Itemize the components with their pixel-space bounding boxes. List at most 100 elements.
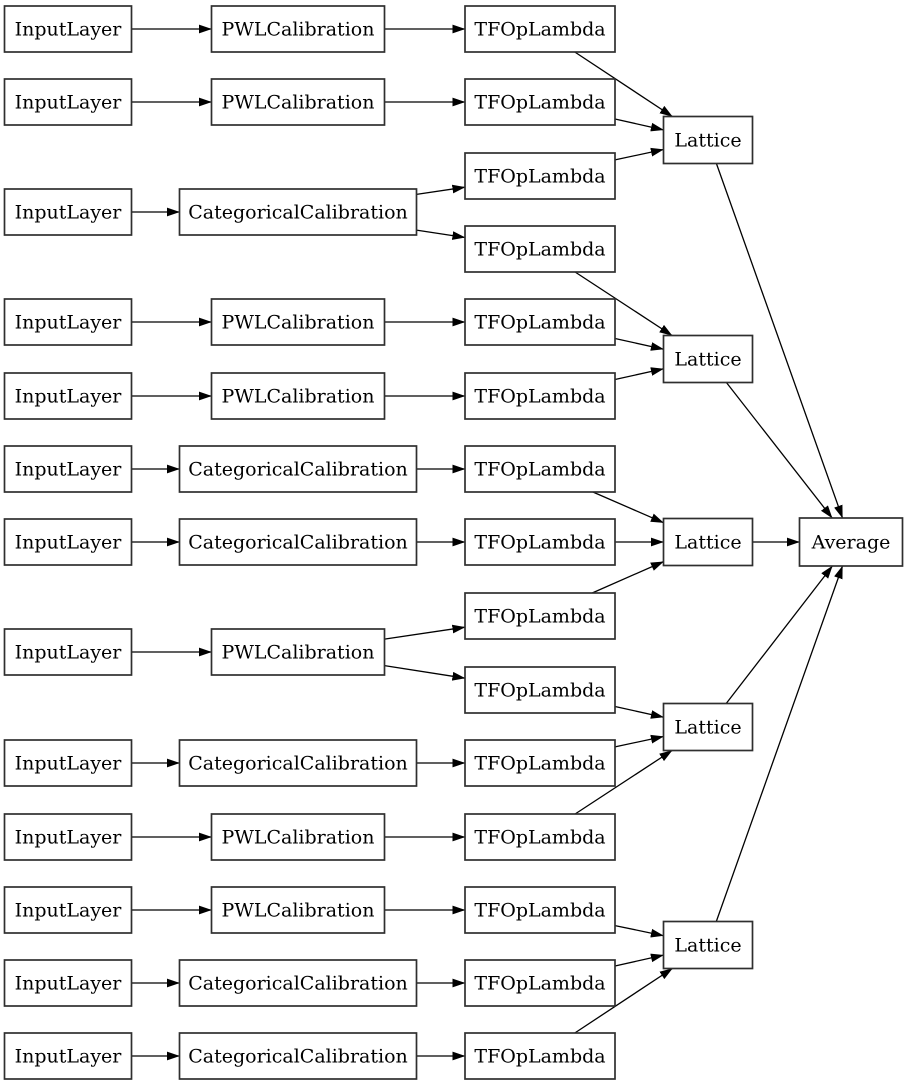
node-label: Lattice [674,717,741,739]
node-label: InputLayer [15,973,123,995]
node-label: CategoricalCalibration [188,202,408,224]
node-tfoplambda-t2: TFOpLambda [464,78,616,126]
node-inputlayer-in11: InputLayer [3,886,133,934]
edge-lat5-to-avg [715,565,844,922]
node-box [3,5,133,53]
node-tfoplambda-t10: TFOpLambda [464,666,616,714]
node-pwlcalibration-cal10: PWLCalibration [210,813,386,861]
node-lattice-lat3: Lattice [662,517,754,567]
node-box [3,188,133,236]
node-inputlayer-in4: InputLayer [3,298,133,346]
node-categoricalcalibration-cal3: CategoricalCalibration [178,188,418,236]
node-box [662,115,754,165]
node-label: TFOpLambda [474,606,605,628]
node-tfoplambda-t1: TFOpLambda [464,5,616,53]
edge-cal8-to-t10 [384,664,466,681]
node-categoricalcalibration-cal9: CategoricalCalibration [178,739,418,787]
edge-t6-to-lat2 [614,367,664,381]
node-label: TFOpLambda [474,239,605,261]
node-label: TFOpLambda [474,1046,605,1068]
node-pwlcalibration-cal2: PWLCalibration [210,78,386,126]
node-label: CategoricalCalibration [188,1046,408,1068]
node-box [178,188,418,236]
node-categoricalcalibration-cal7: CategoricalCalibration [178,518,418,566]
node-label: TFOpLambda [474,900,605,922]
node-label: PWLCalibration [222,92,375,114]
node-box [178,1032,418,1080]
node-box [464,298,616,346]
edge-t10-to-lat4 [614,705,664,719]
node-box [210,372,386,420]
node-label: TFOpLambda [474,459,605,481]
edge-cal3-to-t4 [416,229,466,240]
node-box [178,739,418,787]
edge-t11-to-lat4 [614,734,664,748]
node-lattice-lat5: Lattice [662,920,754,970]
node-label: PWLCalibration [222,900,375,922]
node-box [3,628,133,676]
edges-layer [131,24,844,1061]
node-box [464,1032,616,1080]
node-box [3,78,133,126]
node-inputlayer-in2: InputLayer [3,78,133,126]
node-inputlayer-in1: InputLayer [3,5,133,53]
node-box [3,959,133,1007]
node-box [662,920,754,970]
node-label: PWLCalibration [222,386,375,408]
node-box [464,739,616,787]
node-label: TFOpLambda [474,827,605,849]
node-box [464,959,616,1007]
node-label: CategoricalCalibration [188,753,408,775]
node-label: InputLayer [15,532,123,554]
node-box [662,334,754,384]
node-label: TFOpLambda [474,680,605,702]
node-tfoplambda-t9: TFOpLambda [464,592,616,640]
node-box [3,518,133,566]
node-inputlayer-in10: InputLayer [3,813,133,861]
node-label: TFOpLambda [474,973,605,995]
node-box [464,445,616,493]
node-box [464,152,616,200]
node-box [178,518,418,566]
node-box [464,5,616,53]
node-box [210,886,386,934]
node-tfoplambda-t15: TFOpLambda [464,1032,616,1080]
node-label: PWLCalibration [222,312,375,334]
node-box [210,813,386,861]
node-box [210,628,386,676]
edge-cal3-to-t3 [416,184,466,196]
node-pwlcalibration-cal1: PWLCalibration [210,5,386,53]
edge-lat2-to-avg [725,382,833,519]
node-box [3,1032,133,1080]
node-box [662,517,754,567]
node-label: TFOpLambda [474,386,605,408]
node-inputlayer-in8: InputLayer [3,628,133,676]
edge-lat4-to-avg [725,565,833,704]
node-pwlcalibration-cal8: PWLCalibration [210,628,386,676]
node-label: TFOpLambda [474,19,605,41]
node-pwlcalibration-cal4: PWLCalibration [210,298,386,346]
edge-t7-to-lat3 [592,491,664,524]
node-label: Lattice [674,130,741,152]
node-box [3,298,133,346]
node-tfoplambda-t5: TFOpLambda [464,298,616,346]
node-label: TFOpLambda [474,166,605,188]
node-label: TFOpLambda [474,753,605,775]
node-label: InputLayer [15,900,123,922]
node-tfoplambda-t11: TFOpLambda [464,739,616,787]
node-label: Lattice [674,349,741,371]
node-lattice-lat2: Lattice [662,334,754,384]
node-inputlayer-in6: InputLayer [3,445,133,493]
node-inputlayer-in12: InputLayer [3,959,133,1007]
node-tfoplambda-t4: TFOpLambda [464,225,616,273]
edge-t12-to-lat4 [574,749,673,815]
node-label: InputLayer [15,19,123,41]
node-box [464,886,616,934]
node-lattice-lat1: Lattice [662,115,754,165]
edge-cal8-to-t9 [384,624,466,640]
edge-t1-to-lat1 [574,51,673,118]
node-tfoplambda-t12: TFOpLambda [464,813,616,861]
edge-t4-to-lat2 [574,271,673,337]
node-pwlcalibration-cal11: PWLCalibration [210,886,386,934]
node-tfoplambda-t8: TFOpLambda [464,518,616,566]
